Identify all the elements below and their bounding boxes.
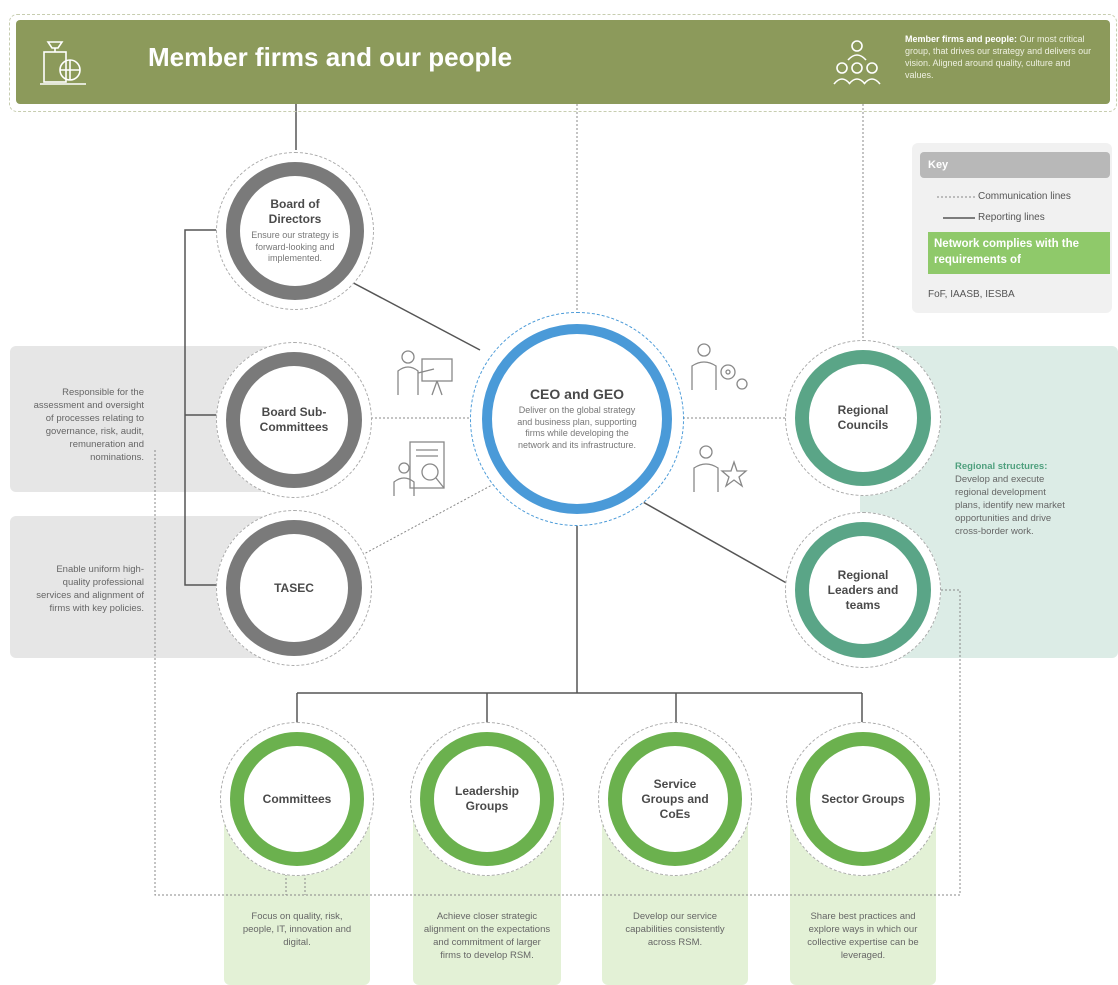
reporting-line <box>343 277 481 351</box>
regional-councils-node: Regional Councils <box>795 350 931 486</box>
regional-panel-body: Develop and execute regional development… <box>955 474 1065 537</box>
committees-node: Committees <box>230 732 364 866</box>
people-group-icon <box>833 40 881 85</box>
banner-description: Member firms and people: Our most critic… <box>905 33 1093 81</box>
service-panel-text: Develop our service capabilities consist… <box>625 911 725 948</box>
board-of-directors-node: Board of Directors Ensure our strategy i… <box>226 162 364 300</box>
reporting-line <box>184 229 232 586</box>
document-search-icon <box>393 441 445 496</box>
key-complies-heading: Network complies with the requirements o… <box>928 232 1110 274</box>
key-reporting-label: Reporting lines <box>978 212 1045 223</box>
board-desc: Ensure our strategy is forward-looking a… <box>251 230 339 264</box>
communication-line <box>361 477 506 556</box>
presenter-icon <box>397 350 453 396</box>
banner-desc-bold: Member firms and people: <box>905 34 1018 44</box>
subcommittees-panel-text: Responsible for the assessment and overs… <box>33 387 144 463</box>
building-icon <box>40 41 86 85</box>
regional-councils-title: Regional Councils <box>837 403 889 432</box>
communication-line <box>154 450 961 896</box>
reporting-line <box>626 492 791 586</box>
service-title: Service Groups and CoEs <box>641 776 709 821</box>
sector-panel-text: Share best practices and explore ways in… <box>807 911 919 961</box>
tasec-title: TASEC <box>274 580 314 595</box>
ceo-title: CEO and GEO <box>529 386 625 402</box>
board-title: Board of Directors <box>268 197 322 227</box>
tasec-panel-text: Enable uniform high-quality professional… <box>36 564 144 614</box>
regional-leaders-title: Regional Leaders and teams <box>827 567 899 612</box>
sector-groups-node: Sector Groups <box>796 732 930 866</box>
banner-outline <box>9 14 1117 112</box>
tasec-node: TASEC <box>226 520 362 656</box>
regional-leaders-node: Regional Leaders and teams <box>795 522 931 658</box>
board-subcommittees-node: Board Sub-Committees <box>226 352 362 488</box>
person-star-icon <box>693 445 748 492</box>
member-firms-banner <box>16 20 1110 104</box>
committees-panel-text: Focus on quality, risk, people, IT, inno… <box>242 911 352 948</box>
leadership-title: Leadership Groups <box>454 784 520 813</box>
key-communication-label: Communication lines <box>978 191 1071 202</box>
regional-panel-text: Regional structures: Develop and execute… <box>955 460 1067 538</box>
ceo-geo-node: CEO and GEO Deliver on the global strate… <box>482 324 672 514</box>
sector-title: Sector Groups <box>821 791 905 806</box>
key-line-samples <box>937 196 975 219</box>
banner-desc-text: Our most critical group, that drives our… <box>905 34 1092 80</box>
subcommittees-title: Board Sub-Committees <box>259 405 329 434</box>
leadership-panel-text: Achieve closer strategic alignment on th… <box>423 911 551 961</box>
regional-panel-heading: Regional structures: <box>955 461 1048 472</box>
ceo-desc: Deliver on the global strategy and busin… <box>517 405 637 450</box>
person-gears-icon <box>691 343 748 390</box>
key-standards: FoF, IAASB, IESBA <box>928 289 1015 300</box>
leadership-groups-node: Leadership Groups <box>420 732 554 866</box>
banner-title: Member firms and our people <box>148 42 513 72</box>
committees-title: Committees <box>262 791 332 806</box>
service-groups-node: Service Groups and CoEs <box>608 732 742 866</box>
key-title: Key <box>920 152 1110 178</box>
